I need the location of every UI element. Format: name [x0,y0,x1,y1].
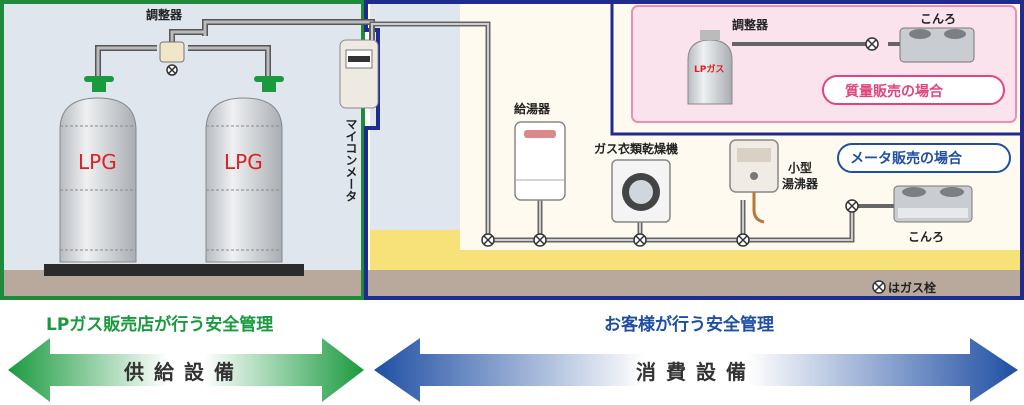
regulator-label: 調整器 [146,8,183,22]
cylinder-base [44,264,304,276]
stove-icon-weight-sales [899,27,975,63]
consumer-arrow [374,338,1018,402]
water-heater-icon [514,121,566,201]
dryer-icon [611,159,671,223]
stove-icon [893,185,973,223]
regulator-icon [159,41,185,76]
valve-legend-label: はガス栓 [888,281,937,295]
lpg-cylinder-2 [205,76,284,263]
cylinder-2-label: LPG [224,150,263,174]
consumer-pipe-core [371,23,853,241]
gas-valve-icon [481,37,886,294]
cylinder-1-label: LPG [78,150,117,174]
lp-gas-small-cylinder-icon [687,30,733,105]
supply-caption: LPガス販売店が行う安全管理 [46,315,274,335]
weight-sales-badge-label: 質量販売の場合 [845,84,943,100]
meter-sales-badge-label: メータ販売の場合 [850,151,962,167]
lp-gas-label: LPガス [694,65,725,75]
micom-meter-icon [339,39,379,109]
small-heater-label: 小型 湯沸器 [782,161,819,191]
meter-sales-badge [837,143,1011,173]
consumer-caption: お客様が行う安全管理 [604,315,774,335]
supply-arrow [8,338,364,402]
consumer-outside [370,0,460,230]
supply-arrow-label: 供給設備 [124,360,244,384]
lpg-cylinder-1 [59,76,137,263]
room-divider [610,2,1022,136]
water-heater-label: 給湯器 [514,102,551,116]
supply-pipe-core [96,20,374,88]
dryer-label: ガス衣類乾燥機 [594,142,679,156]
small-heater-icon [729,139,779,224]
meter-label: マイコンメータ [344,118,358,202]
stove-label: こんろ [908,230,945,244]
weight-sales-badge [822,75,1005,105]
weight-regulator-label: 調整器 [732,18,769,32]
consumer-arrow-label: 消費設備 [636,360,756,384]
weight-stove-label: こんろ [920,12,957,26]
supply-border [0,0,365,300]
